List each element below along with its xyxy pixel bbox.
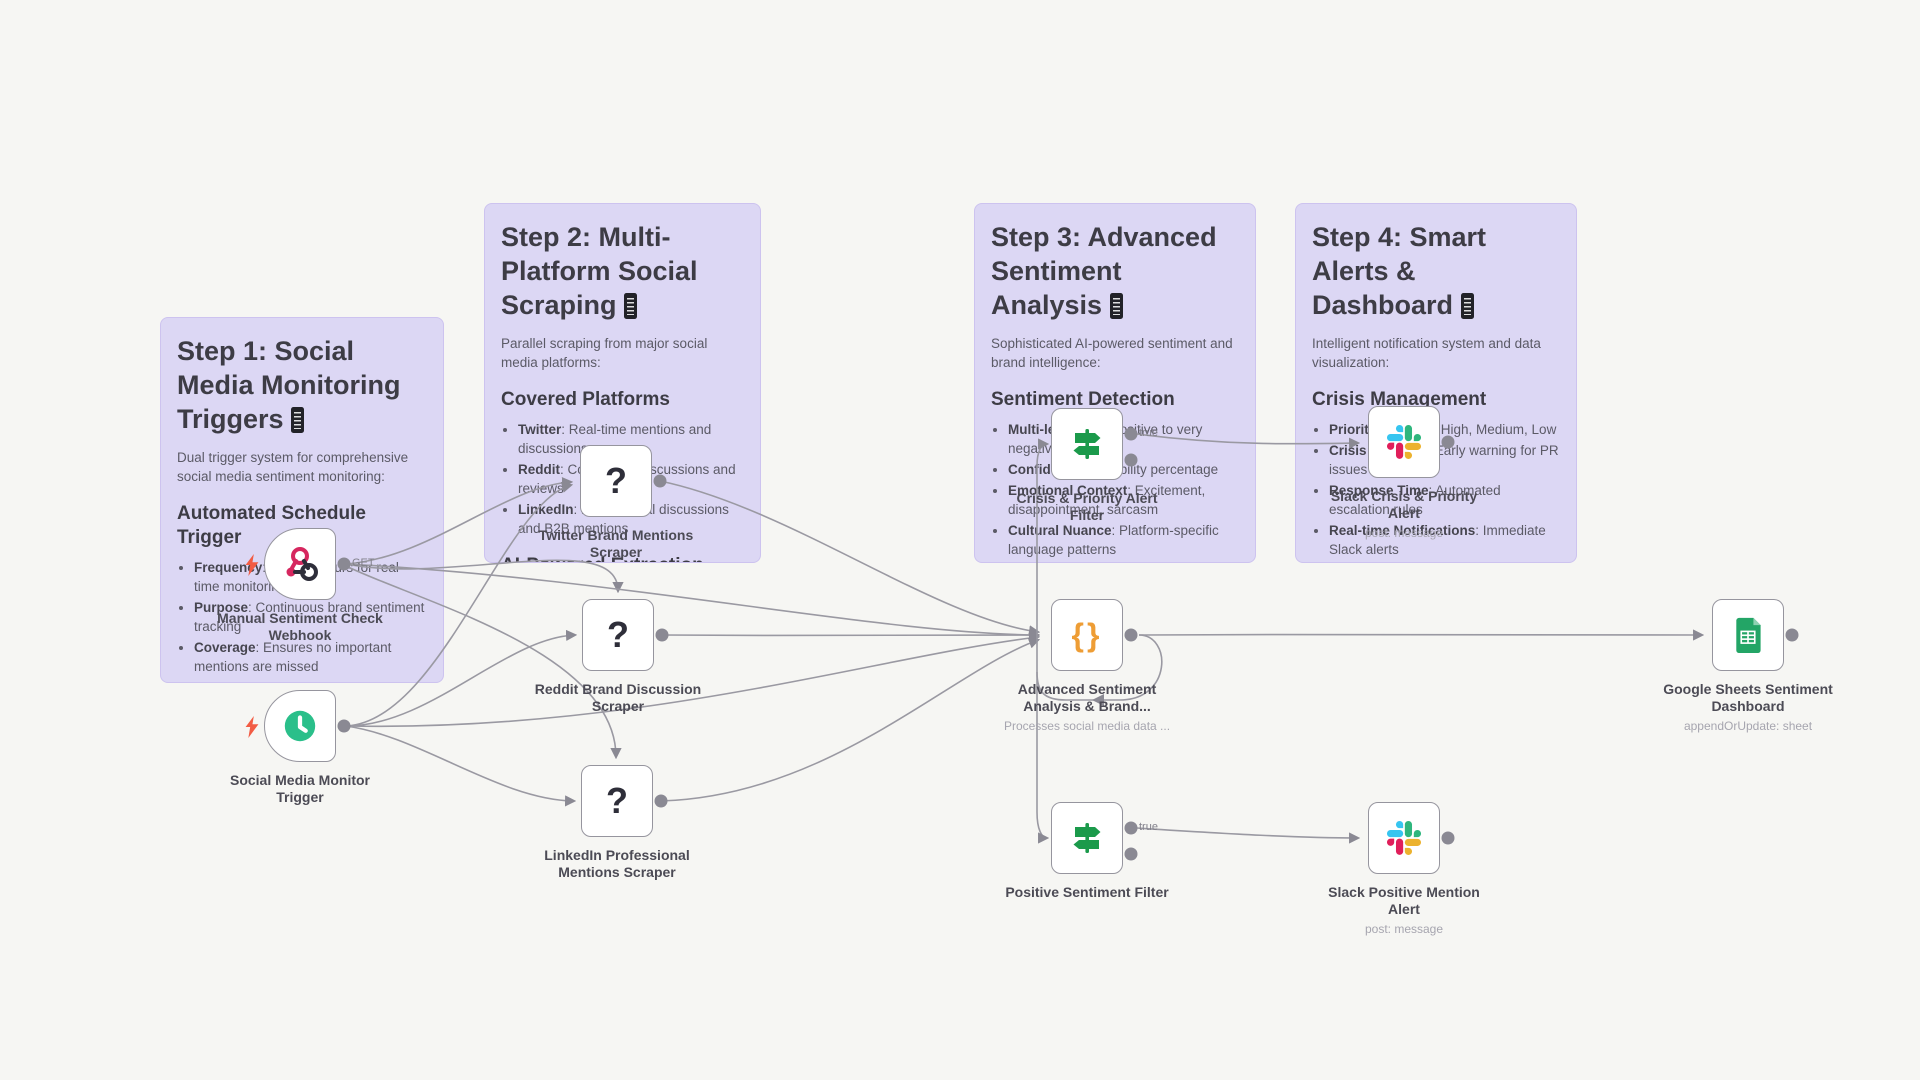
positive-sentiment-filter-node[interactable]: [1051, 802, 1123, 874]
missing-emoji-glyph-box: [624, 293, 638, 319]
google-sheets-dashboard-node[interactable]: [1712, 599, 1784, 671]
missing-emoji-glyph-box: [1460, 293, 1474, 319]
missing-emoji-glyph-box: [1109, 293, 1123, 319]
connection[interactable]: [660, 637, 1041, 802]
twitter-scraper-node[interactable]: ?: [580, 445, 652, 517]
output-endpoint[interactable]: [1124, 847, 1138, 861]
connection-label: true: [1139, 427, 1158, 439]
schedule-trigger-node[interactable]: [245, 690, 336, 762]
sticky-title: Step 2: Multi-Platform Social Scraping: [501, 222, 698, 320]
output-endpoint[interactable]: [1785, 628, 1799, 642]
sticky-paragraph: Dual trigger system for comprehensive so…: [177, 450, 409, 484]
slack-positive-alert-node[interactable]: [1368, 802, 1440, 874]
sticky-heading: Automated Schedule Trigger: [177, 503, 366, 548]
filter-icon: [1073, 429, 1101, 459]
sticky-title: Step 1: Social Media Monitoring Triggers: [177, 336, 401, 434]
output-endpoint[interactable]: [1441, 831, 1455, 845]
sticky-paragraph: Parallel scraping from major social medi…: [501, 336, 708, 370]
connection[interactable]: [1136, 827, 1361, 844]
sticky-heading: Sentiment Detection: [991, 389, 1175, 410]
slack-positive-alert-subtitle: post: message: [1364, 922, 1444, 936]
connection[interactable]: [659, 480, 1041, 637]
step-2-sticky-note[interactable]: Step 2: Multi-Platform Social Scraping P…: [484, 203, 761, 563]
sticky-heading: AI-Powered Extraction: [501, 554, 744, 562]
slack-icon: [1387, 425, 1421, 459]
sticky-bullet: Emotional Context: Excitement, disappoin…: [1008, 481, 1239, 519]
connection[interactable]: [345, 629, 578, 727]
step-1-sticky-note[interactable]: Step 1: Social Media Monitoring Triggers…: [160, 317, 444, 683]
connection-label: true: [1139, 821, 1158, 833]
sticky-paragraph: Sophisticated AI-powered sentiment and b…: [991, 336, 1233, 370]
connection-label: GET: [352, 557, 375, 569]
lightning-trigger-icon: [244, 554, 260, 576]
sticky-bullet: Coverage: Ensures no important mentions …: [194, 638, 427, 676]
sentiment-analysis-code-node[interactable]: {}: [1051, 599, 1123, 671]
connection[interactable]: [345, 725, 577, 807]
connection[interactable]: [345, 565, 622, 760]
google-sheets-dashboard-subtitle: appendOrUpdate: sheet: [1683, 719, 1813, 733]
reddit-scraper-node[interactable]: ?: [582, 599, 654, 671]
sticky-heading: Covered Platforms: [501, 389, 670, 410]
connection[interactable]: [345, 559, 624, 594]
webhook-icon: [286, 547, 318, 581]
sticky-bullet: Twitter: Real-time mentions and discussi…: [518, 420, 744, 458]
question-icon: ?: [606, 780, 628, 821]
code-icon: {}: [1071, 616, 1103, 653]
slack-icon: [1387, 821, 1421, 855]
output-endpoint[interactable]: [337, 557, 351, 571]
question-icon: ?: [607, 614, 629, 655]
connection[interactable]: [1036, 672, 1050, 844]
sticky-title: Step 3: Advanced Sentiment Analysis: [991, 222, 1217, 320]
filter-icon: [1073, 823, 1101, 853]
connection[interactable]: [345, 563, 1041, 641]
sentiment-analysis-code-subtitle: Processes social media data ...: [1003, 719, 1171, 733]
sticky-bullet: Real-time Notifications: Immediate Slack…: [1329, 521, 1560, 559]
sticky-title: Step 4: Smart Alerts & Dashboard: [1312, 222, 1487, 320]
output-endpoint[interactable]: [1124, 453, 1138, 467]
output-endpoint[interactable]: [1124, 628, 1138, 642]
clock-icon: [284, 710, 316, 742]
sheets-icon: [1736, 617, 1761, 653]
sticky-paragraph: Intelligent notification system and data…: [1312, 336, 1541, 370]
connection[interactable]: [1036, 438, 1163, 701]
missing-emoji-glyph-box: [291, 407, 305, 433]
connection[interactable]: [345, 632, 1041, 728]
output-endpoint[interactable]: [1124, 821, 1138, 835]
connection[interactable]: [345, 481, 574, 727]
connection[interactable]: [345, 476, 574, 565]
manual-webhook-node[interactable]: [245, 528, 336, 600]
lightning-trigger-icon: [244, 716, 260, 738]
sticky-bullet-list: Priority Filtering: High, Medium, LowCri…: [1312, 420, 1560, 559]
positive-sentiment-filter-label: Positive Sentiment Filter: [1005, 884, 1169, 900]
output-endpoint[interactable]: [655, 628, 669, 642]
output-endpoint[interactable]: [653, 474, 667, 488]
connection[interactable]: [1136, 433, 1361, 449]
output-endpoint[interactable]: [654, 794, 668, 808]
slack-crisis-alert-subtitle: post: message: [1364, 526, 1444, 540]
loop-arrowhead: [1092, 694, 1104, 706]
output-endpoint[interactable]: [1441, 435, 1455, 449]
question-icon: ?: [605, 460, 627, 501]
sticky-bullet: Response Time: Automated escalation rule…: [1329, 481, 1560, 519]
output-endpoint[interactable]: [1124, 427, 1138, 441]
step-4-sticky-note[interactable]: Step 4: Smart Alerts & Dashboard Intelli…: [1295, 203, 1577, 563]
output-endpoint[interactable]: [337, 719, 351, 733]
linkedin-scraper-node[interactable]: ?: [581, 765, 653, 837]
sticky-heading: Crisis Management: [1312, 389, 1487, 410]
slack-crisis-alert-node[interactable]: [1368, 406, 1440, 478]
crisis-priority-filter-node[interactable]: [1051, 408, 1123, 480]
sticky-bullet: Purpose: Continuous brand sentiment trac…: [194, 598, 427, 636]
sticky-bullet: Cultural Nuance: Platform-specific langu…: [1008, 521, 1239, 559]
